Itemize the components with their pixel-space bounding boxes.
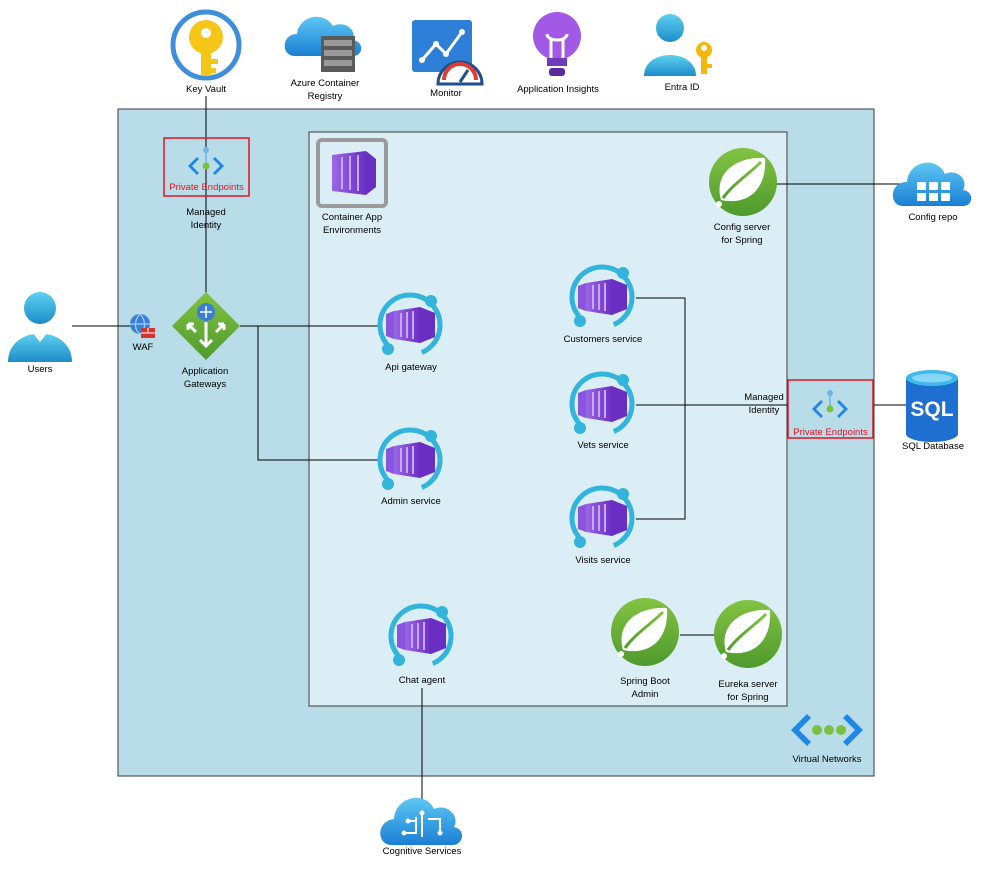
- eureka-server-icon[interactable]: [712, 598, 784, 670]
- virtual-networks-label: Virtual Networks: [792, 754, 862, 765]
- waf-icon[interactable]: [130, 313, 155, 338]
- container-registry-icon[interactable]: [284, 16, 362, 72]
- entra-id-label: Entra ID: [664, 82, 700, 93]
- monitor-label: Monitor: [430, 88, 462, 99]
- config-repo-label: Config repo: [908, 212, 958, 223]
- services-bus-line: [636, 297, 686, 520]
- acr-label-line1: Azure Container: [290, 78, 360, 89]
- monitor-icon[interactable]: [412, 20, 484, 86]
- key-vault-icon[interactable]: [170, 9, 242, 81]
- container-app-environment-icon: [316, 138, 388, 208]
- app-gateway-label-1: Application: [181, 366, 229, 377]
- chat-agent-label: Chat agent: [398, 675, 446, 686]
- admin-service-label: Admin service: [381, 496, 441, 507]
- private-endpoints-right-label: Private Endpoints: [793, 427, 868, 438]
- key-vault-label: Key Vault: [186, 84, 226, 95]
- spring-boot-admin-label-1: Spring Boot: [620, 676, 670, 687]
- users-icon[interactable]: [8, 292, 72, 362]
- visits-service-label: Visits service: [575, 555, 631, 566]
- sql-database-icon[interactable]: SQL: [906, 370, 958, 442]
- acr-label-line2: Registry: [307, 91, 343, 102]
- config-repo-icon[interactable]: [892, 162, 972, 206]
- gateway-to-admin-line: [257, 326, 378, 461]
- application-insights-label: Application Insights: [517, 84, 599, 95]
- eureka-label-2: for Spring: [727, 692, 769, 703]
- managed-identity-right-label-1: Managed: [744, 392, 784, 403]
- api-gateway-label: Api gateway: [385, 362, 437, 373]
- virtual-networks-icon: [791, 714, 863, 746]
- managed-identity-top-label-2: Identity: [190, 220, 222, 231]
- sql-icon-text: SQL: [910, 398, 953, 421]
- vets-service-label: Vets service: [577, 440, 629, 451]
- spring-boot-admin-icon[interactable]: [609, 596, 681, 668]
- cognitive-services-label: Cognitive Services: [382, 846, 462, 857]
- cae-label-line1: Container App: [321, 212, 383, 223]
- eureka-label-1: Eureka server: [718, 679, 778, 690]
- application-insights-icon[interactable]: [533, 12, 581, 76]
- entra-id-icon[interactable]: [644, 14, 712, 76]
- managed-identity-top-label-1: Managed: [186, 207, 226, 218]
- container-app-environment-boundary: [308, 131, 788, 707]
- connectors: [72, 96, 908, 800]
- config-server-icon[interactable]: [707, 146, 779, 218]
- cognitive-services-icon[interactable]: [380, 797, 463, 845]
- app-gateway-label-2: Gateways: [183, 379, 227, 390]
- managed-identity-right-label-2: Identity: [748, 405, 780, 416]
- config-server-label-2: for Spring: [721, 235, 763, 246]
- application-gateway-icon[interactable]: [172, 292, 240, 360]
- private-endpoints-top-label: Private Endpoints: [169, 182, 244, 193]
- customers-service-label: Customers service: [563, 334, 643, 345]
- users-label: Users: [27, 364, 53, 375]
- cae-label-line2: Environments: [322, 225, 382, 236]
- config-server-label-1: Config server: [713, 222, 771, 233]
- spring-boot-admin-label-2: Admin: [631, 689, 659, 700]
- private-endpoint-box-top: [163, 137, 250, 197]
- waf-label: WAF: [132, 342, 154, 353]
- sql-database-label: SQL Database: [902, 441, 964, 452]
